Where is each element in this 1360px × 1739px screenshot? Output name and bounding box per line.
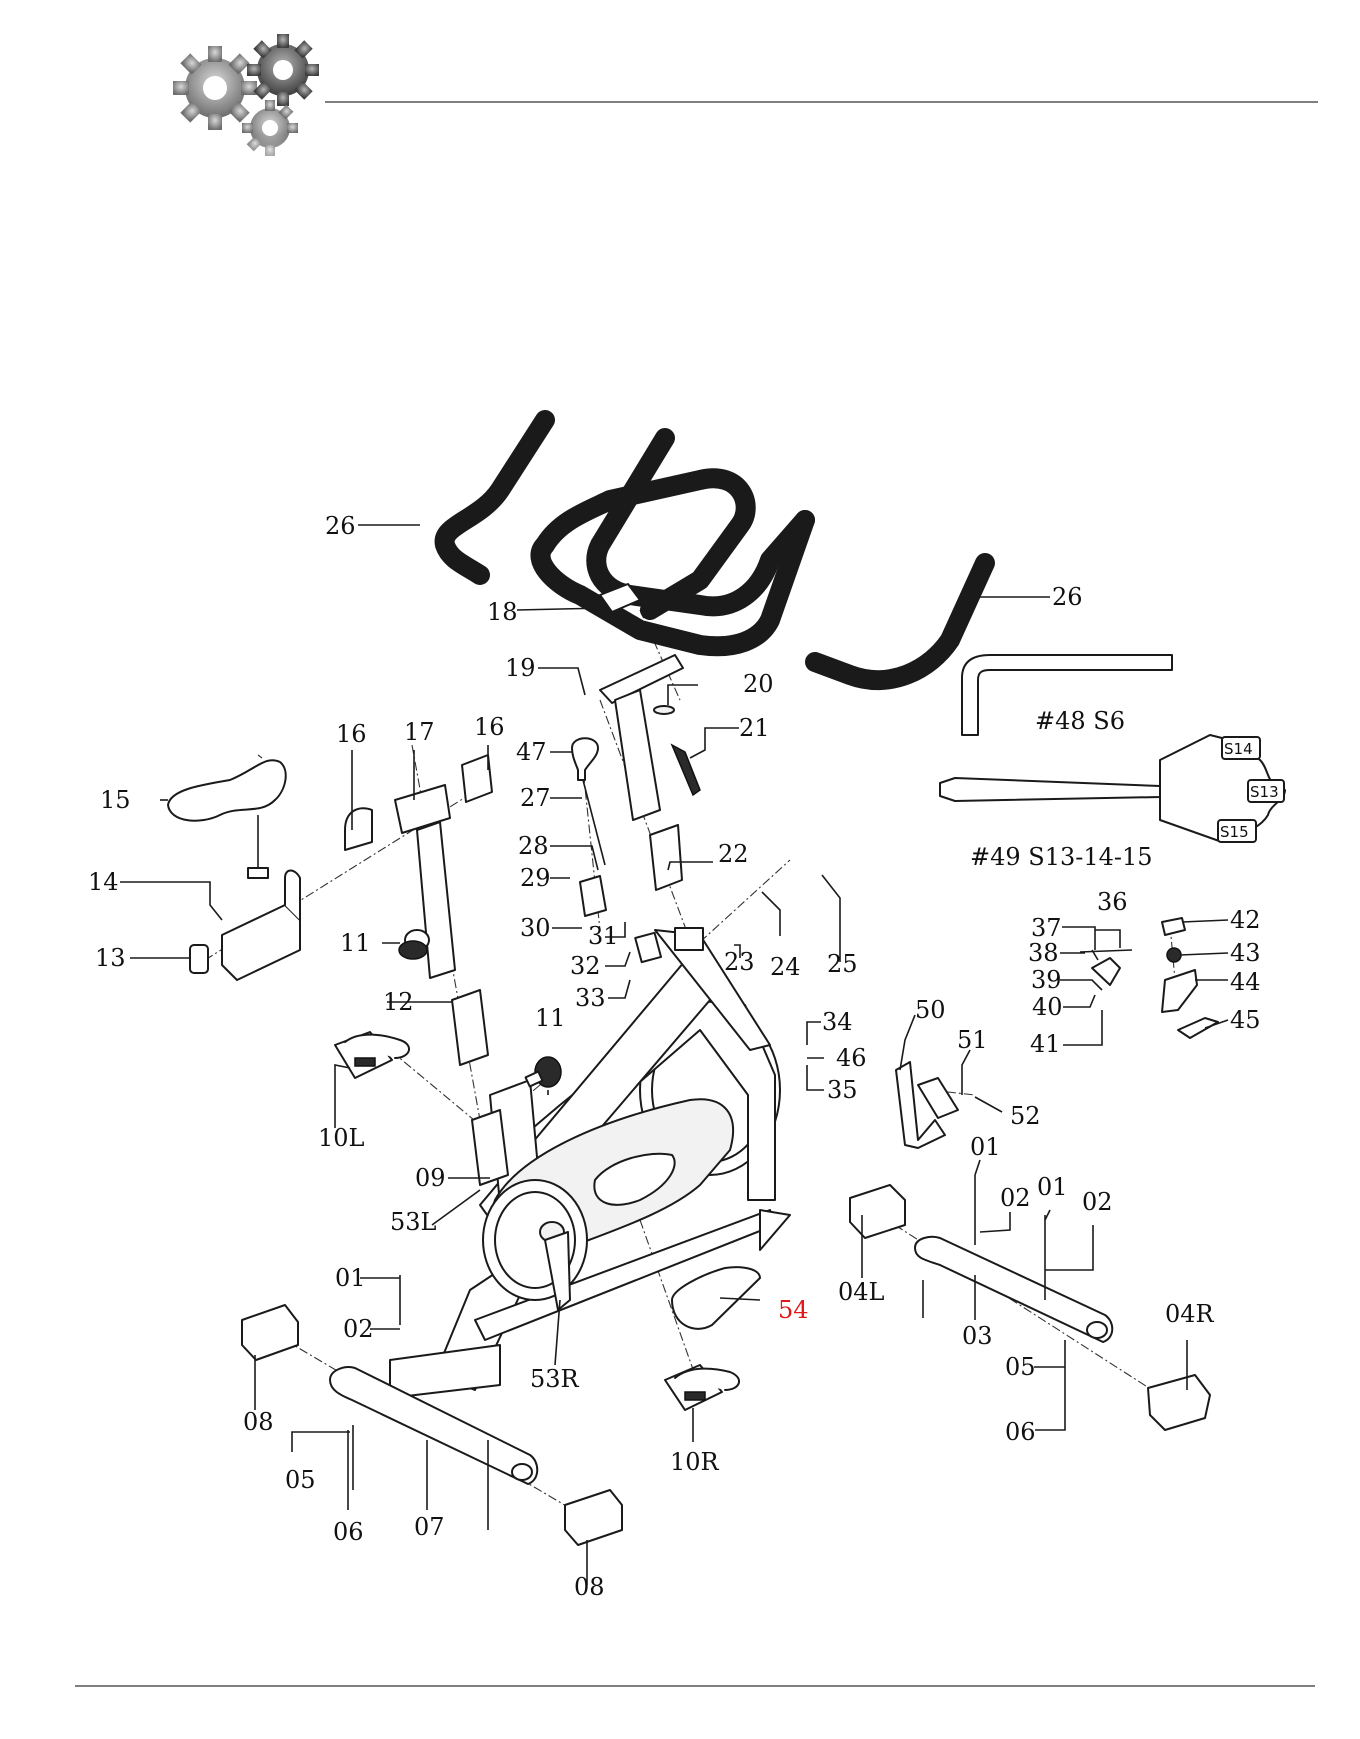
label-18: 18	[487, 598, 518, 626]
label-09: 09	[415, 1164, 446, 1192]
label-08b: 08	[574, 1573, 605, 1601]
label-04R: 04R	[1165, 1300, 1215, 1328]
label-21: 21	[739, 714, 770, 742]
label-46: 46	[836, 1044, 867, 1072]
label-16a: 16	[336, 720, 367, 748]
label-33: 33	[575, 984, 606, 1012]
label-10R: 10R	[670, 1448, 720, 1476]
label-22: 22	[718, 840, 749, 868]
handlebar	[540, 438, 805, 646]
label-10L: 10L	[318, 1124, 365, 1152]
knob-11b	[526, 1057, 561, 1087]
label-38: 38	[1028, 939, 1059, 967]
label-05a: 05	[285, 1466, 316, 1494]
label-47: 47	[516, 738, 547, 766]
label-14: 14	[88, 868, 119, 896]
handlebar-pad-right	[815, 563, 985, 680]
handlebar-pad-left	[445, 420, 545, 575]
label-36: 36	[1097, 888, 1128, 916]
label-01c: 01	[1037, 1173, 1068, 1201]
label-20: 20	[743, 670, 774, 698]
stabilizer-rear	[850, 1175, 1210, 1430]
label-28: 28	[518, 832, 549, 860]
label-19: 19	[505, 654, 536, 682]
label-26b: 26	[1052, 583, 1083, 611]
label-43: 43	[1230, 939, 1261, 967]
label-31: 31	[588, 922, 619, 950]
label-01a: 01	[335, 1264, 366, 1292]
label-40: 40	[1032, 993, 1063, 1021]
label-53L: 53L	[390, 1208, 437, 1236]
label-32: 32	[570, 952, 601, 980]
label-05b: 05	[1005, 1353, 1036, 1381]
label-29: 29	[520, 864, 551, 892]
gears-icon	[170, 34, 320, 185]
wrench-label: #49 S13-14-15	[970, 843, 1153, 871]
label-26a: 26	[325, 512, 356, 540]
label-54: 54	[778, 1296, 809, 1324]
belt-54	[672, 1267, 760, 1329]
label-42: 42	[1230, 906, 1261, 934]
label-02a: 02	[343, 1315, 374, 1343]
stabilizer-front	[242, 1275, 622, 1545]
handlebar-post	[600, 655, 700, 890]
label-30: 30	[520, 914, 551, 942]
label-39: 39	[1031, 966, 1062, 994]
flywheel-disc	[483, 1180, 587, 1300]
seat-slider	[190, 871, 300, 981]
label-17: 17	[404, 718, 435, 746]
label-45: 45	[1230, 1006, 1261, 1034]
socket-label-1: S14	[1224, 740, 1253, 758]
label-12: 12	[383, 988, 414, 1016]
label-51: 51	[957, 1026, 988, 1054]
pedal-left	[335, 1032, 409, 1078]
label-15: 15	[100, 786, 131, 814]
pedal-right	[665, 1365, 739, 1410]
label-07: 07	[414, 1513, 445, 1541]
label-02c: 02	[1082, 1188, 1113, 1216]
bottle-holder	[896, 1062, 958, 1148]
label-52: 52	[1010, 1102, 1041, 1130]
label-37: 37	[1031, 914, 1062, 942]
label-02b: 02	[1000, 1184, 1031, 1212]
seat-post-lower	[452, 990, 488, 1065]
label-06b: 06	[1005, 1418, 1036, 1446]
label-25: 25	[827, 950, 858, 978]
small-parts-cluster	[1080, 918, 1218, 1038]
label-27: 27	[520, 784, 551, 812]
knob-11a	[399, 930, 429, 959]
label-11b: 11	[535, 1004, 566, 1032]
label-04L: 04L	[838, 1278, 885, 1306]
socket-label-2: S13	[1250, 783, 1279, 801]
label-35: 35	[827, 1076, 858, 1104]
label-34: 34	[822, 1008, 853, 1036]
label-41: 41	[1030, 1030, 1061, 1058]
label-01b: 01	[970, 1133, 1001, 1161]
label-53R: 53R	[530, 1365, 580, 1393]
label-23: 23	[724, 948, 755, 976]
label-06a: 06	[333, 1518, 364, 1546]
label-50: 50	[915, 996, 946, 1024]
hex-key-label: #48 S6	[1035, 707, 1125, 735]
socket-label-3: S15	[1220, 823, 1249, 841]
label-03: 03	[962, 1322, 993, 1350]
label-44: 44	[1230, 968, 1261, 996]
label-08a: 08	[243, 1408, 274, 1436]
seat	[168, 760, 286, 878]
label-13: 13	[95, 944, 126, 972]
label-11a: 11	[340, 929, 371, 957]
label-16b: 16	[474, 713, 505, 741]
label-24: 24	[770, 953, 801, 981]
